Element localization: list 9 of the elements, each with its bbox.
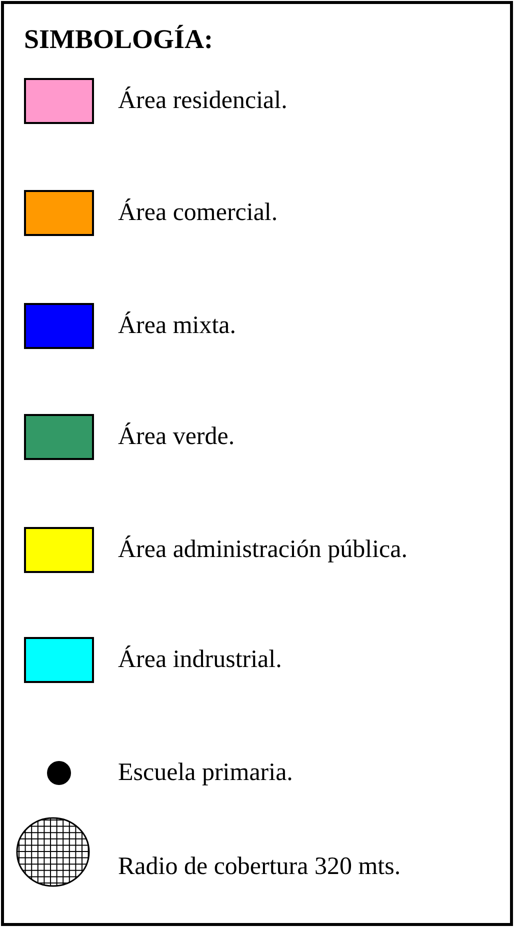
legend-label: Área comercial. (118, 198, 278, 228)
legend-label: Área mixta. (118, 311, 236, 341)
legend-label: Radio de cobertura 320 mts. (118, 852, 401, 882)
legend-title: SIMBOLOGÍA: (24, 24, 214, 55)
legend-label: Área verde. (118, 422, 235, 452)
legend-label: Área residencial. (118, 86, 288, 116)
legend-label: Escuela primaria. (118, 758, 293, 788)
legend-label: Área indrustrial. (118, 645, 282, 675)
legend-label: Área administración pública. (118, 535, 408, 565)
